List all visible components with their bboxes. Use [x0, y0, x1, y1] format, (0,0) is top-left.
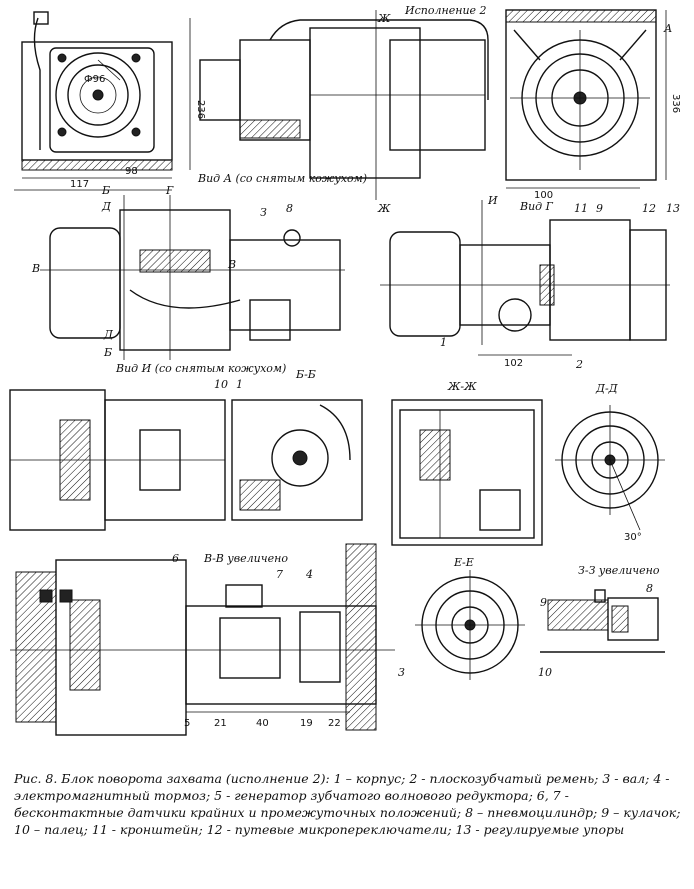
part-6-label: 6 [172, 552, 179, 565]
title-section-bb: Б-Б [295, 368, 316, 381]
variant-2-drawing [199, 10, 489, 200]
dim-5: 5 [184, 718, 190, 729]
part-11-label: 11 [574, 202, 588, 215]
marker-b-top: Б [101, 184, 110, 197]
section-zz-drawing [540, 589, 665, 653]
part-7-label: 7 [276, 568, 283, 581]
end-view-drawing [505, 9, 667, 189]
part-13-label: 13 [666, 202, 680, 215]
part-3-label: 3 [398, 666, 405, 679]
part-10-label-zz: 10 [538, 666, 552, 679]
title-section-zhzh: Ж-Ж [447, 380, 477, 393]
marker-d-bottom: Д [103, 328, 114, 341]
section-vv-drawing [10, 543, 395, 736]
dim-336: 336 [670, 94, 681, 113]
view-g-drawing [380, 200, 670, 356]
part-8-label-zz: 8 [646, 582, 653, 595]
dim-22: 22 [328, 718, 341, 729]
marker-z-top: З [260, 206, 267, 219]
title-view-g: Вид Г [519, 200, 554, 213]
marker-i: И [487, 194, 498, 207]
title-view-i: Вид И (со снятым кожухом) [115, 362, 286, 375]
marker-zh-top: Ж [377, 12, 391, 25]
left-section-drawing [9, 389, 226, 531]
part-2-label: 2 [575, 358, 583, 371]
title-variant-2: Исполнение 2 [404, 4, 487, 17]
part-9-label-top: 9 [596, 202, 603, 215]
dim-d96: Ф96 [84, 74, 105, 85]
part-8-label: 8 [286, 202, 293, 215]
view-a-drawing [14, 11, 191, 191]
figure-caption: Рис. 8. Блок поворота захвата (исполнени… [14, 771, 681, 837]
technical-drawing: Ф96 236 98 117 Исполнение 2 Ж Ж А 336 10… [9, 4, 681, 736]
section-zhzh-drawing [391, 399, 543, 546]
section-bb-drawing [231, 399, 363, 521]
title-section-dd: Д-Д [595, 382, 619, 395]
title-section-ee: Е-Е [453, 556, 474, 569]
marker-b-bottom: Б [103, 346, 112, 359]
title-view-a: Вид А (со снятым кожухом) [197, 172, 367, 185]
title-section-zz: З-З увеличено [578, 564, 660, 577]
part-1-label: 1 [440, 336, 447, 349]
part-12-label: 12 [642, 202, 656, 215]
part-4-label: 4 [305, 568, 313, 581]
marker-v-left: В [31, 262, 40, 275]
marker-d-top: Д [101, 200, 112, 213]
dim-100: 100 [534, 190, 553, 201]
part-10-label-mid: 10 [214, 378, 228, 391]
dim-19: 19 [300, 718, 313, 729]
part-9-label-zz: 9 [540, 596, 547, 609]
marker-g-top: Г [165, 184, 174, 197]
dim-117: 117 [70, 179, 89, 190]
dim-40: 40 [256, 718, 269, 729]
marker-v-mid: В [227, 258, 236, 271]
title-section-vv: В-В увеличено [203, 552, 288, 565]
dim-98: 98 [125, 166, 138, 177]
section-dd-drawing [555, 405, 665, 531]
dim-30deg: 30° [624, 532, 642, 543]
part-1-label-mid: 1 [236, 378, 243, 391]
side-view-left-drawing [40, 195, 345, 360]
marker-zh-bottom: Ж [377, 202, 391, 215]
section-ee-drawing [415, 570, 525, 680]
dim-102: 102 [504, 358, 523, 369]
dim-21: 21 [214, 718, 227, 729]
marker-a: А [663, 22, 672, 35]
